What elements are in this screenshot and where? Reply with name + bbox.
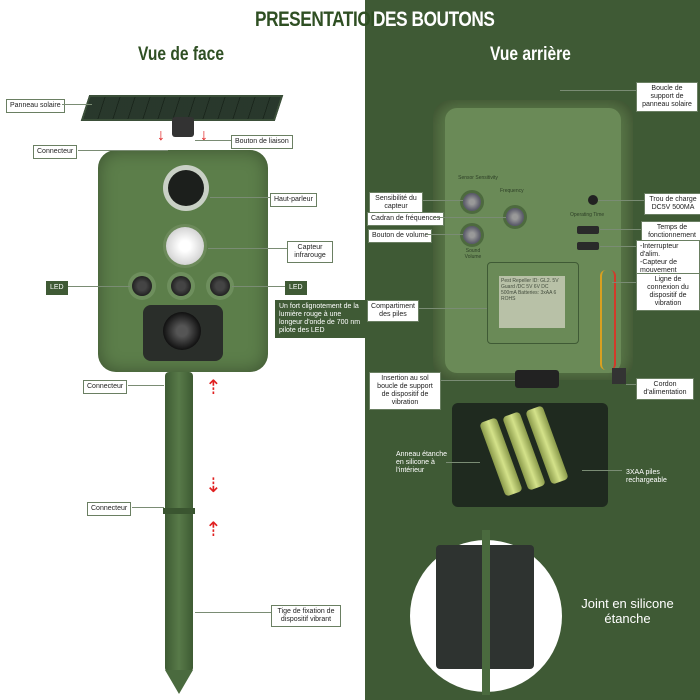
- label-insertion: Insertion au sol boucle de support de di…: [369, 372, 441, 410]
- label-capteur-infrarouge: Capteur infrarouge: [287, 241, 333, 263]
- time-switch: [577, 226, 599, 234]
- frequency-knob: [506, 208, 524, 226]
- label-cadran: Cadran de fréquences: [367, 212, 445, 226]
- label-compartiment: Compartiment des piles: [367, 300, 419, 322]
- label-connecteur-low: Connecteur: [87, 502, 132, 516]
- info-sticker: Pest Repeller ID: GL2. 5V Guard /DC 5V 6…: [499, 276, 565, 328]
- leader-line: [419, 308, 487, 309]
- speaker-icon: [168, 170, 204, 206]
- leader-line: [232, 286, 285, 287]
- label-panneau-solaire: Panneau solaire: [6, 99, 65, 113]
- label-clignotement: Un fort clignotement de la lumière rouge…: [275, 300, 367, 338]
- stake-tip: [165, 670, 193, 694]
- label-haut-parleur: Haut-parleur: [270, 193, 317, 207]
- label-bouton-liaison: Bouton de liaison: [231, 135, 293, 149]
- label-sensibilite: Sensibilité du capteur: [369, 192, 423, 214]
- label-anneau: Anneau étanche en silicone à l'intérieur: [392, 448, 452, 478]
- down-arrow-icon: ↓: [157, 127, 165, 144]
- wire-bundle: [600, 270, 616, 370]
- leader-line: [210, 197, 270, 198]
- leader-line: [426, 234, 463, 235]
- leader-line: [582, 470, 622, 471]
- leader-line: [441, 380, 515, 381]
- label-cordon: Cordon d'alimentation: [636, 378, 694, 400]
- operating-text: Operating Time: [570, 212, 605, 218]
- up-arrow-icon: ⇡: [205, 377, 222, 399]
- leader-line: [434, 217, 506, 218]
- volume-text: Sound Volume: [464, 248, 482, 260]
- down-arrow-icon: ↓: [200, 127, 208, 144]
- stake-joint: [163, 508, 195, 514]
- leader-line: [132, 507, 164, 508]
- ground-insert: [515, 370, 559, 388]
- sensitivity-knob: [463, 193, 481, 211]
- leader-line: [195, 140, 231, 141]
- back-view-subtitle: Vue arrière: [490, 44, 571, 65]
- front-view-subtitle: Vue de face: [138, 44, 225, 65]
- seal-stake: [482, 530, 490, 695]
- led-knob: [171, 276, 191, 296]
- leader-line: [195, 612, 271, 613]
- led-knob: [210, 276, 230, 296]
- label-boucle: Boucle de support de panneau solaire: [636, 82, 698, 112]
- leader-line: [78, 150, 168, 151]
- label-connecteur-mid: Connecteur: [83, 380, 128, 394]
- title-part-1: PRESENTATION: [255, 8, 383, 31]
- label-tige: Tige de fixation de dispositif vibrant: [271, 605, 341, 627]
- leader-line: [68, 286, 130, 287]
- leader-line: [600, 229, 641, 230]
- leader-line: [62, 104, 92, 105]
- label-led-left: LED: [46, 281, 68, 295]
- title-part-2: DES BOUTONS: [373, 8, 495, 31]
- leader-line: [128, 385, 164, 386]
- leader-line: [560, 90, 636, 91]
- leader-line: [612, 282, 636, 283]
- charge-port: [588, 195, 598, 205]
- leader-line: [208, 248, 287, 249]
- power-cord-plug: [612, 368, 626, 384]
- leader-line: [446, 462, 480, 463]
- label-trou-charge: Trou de charge DC5V 500MA: [644, 193, 700, 215]
- power-switch: [577, 242, 599, 250]
- ground-stake: [165, 372, 193, 672]
- led-knob: [132, 276, 152, 296]
- label-ligne: Ligne de connexion du dispositif de vibr…: [636, 273, 700, 311]
- leader-line: [600, 246, 636, 247]
- volume-knob: [463, 226, 481, 244]
- label-connecteur-top: Connecteur: [33, 145, 78, 159]
- label-joint: Joint en silicone étanche: [581, 596, 674, 626]
- up-arrow-icon: ⇡: [205, 519, 222, 541]
- leader-line: [626, 384, 636, 385]
- frequency-text: Frequency: [500, 188, 524, 194]
- label-led-right: LED: [285, 281, 307, 295]
- leader-line: [423, 200, 463, 201]
- infrared-sensor-icon: [166, 227, 204, 265]
- panel-connector: [172, 117, 194, 137]
- label-volume: Bouton de volume: [368, 229, 433, 243]
- leader-line: [598, 200, 644, 201]
- sensor-text: Sensor Sensitivity: [458, 175, 498, 181]
- down-arrow-icon: ⇣: [205, 475, 222, 497]
- label-piles: 3XAA piles rechargeable: [622, 466, 682, 488]
- led-lens: [163, 312, 201, 350]
